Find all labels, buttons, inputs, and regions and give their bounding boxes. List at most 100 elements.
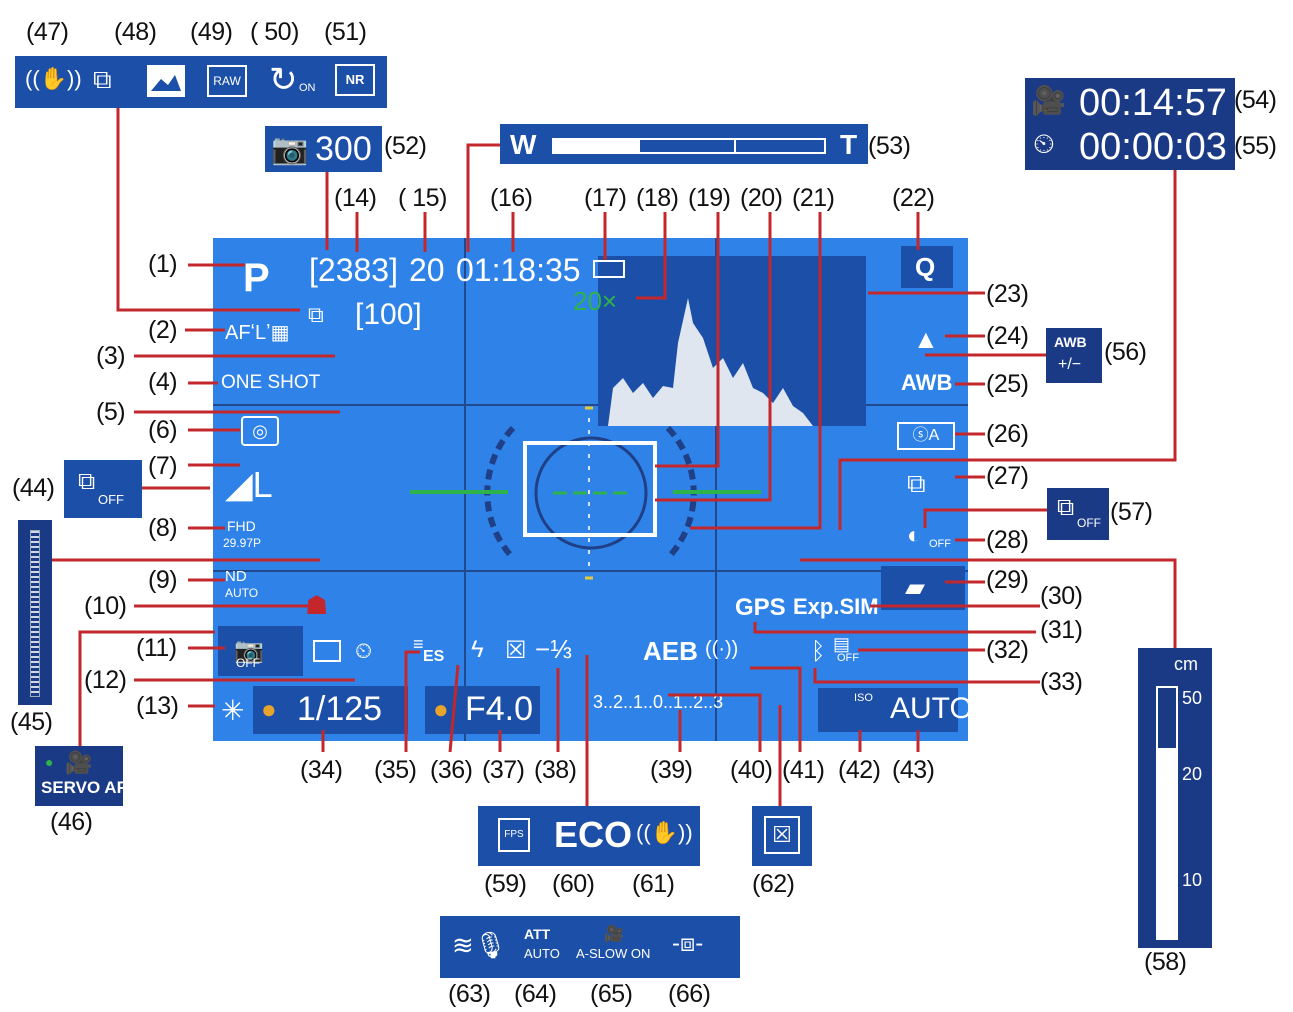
raw-icon: RAW <box>207 65 247 97</box>
callout-7: (7) <box>148 452 178 480</box>
focus-tick-10: 10 <box>1182 870 1203 890</box>
servo-movie-icon: 🎥 <box>65 750 93 775</box>
awb-shift-panel: AWB +/− <box>1046 328 1102 383</box>
movie-time-1: 00:14:57 <box>1079 82 1227 124</box>
movie-time-panel: 🎥 00:14:57 ⏲ 00:00:03 <box>1025 78 1235 170</box>
aperture-box[interactable]: ● F4.0 <box>425 686 540 734</box>
callout-39: (39) <box>650 756 693 784</box>
awb-shift-sign: +/− <box>1058 356 1082 373</box>
auto-slow-icon: 🎥 <box>604 926 624 943</box>
callout-5: (5) <box>96 398 126 426</box>
callout-26: (26) <box>986 420 1029 448</box>
focus-tick-50: 50 <box>1182 688 1203 708</box>
callout-4: (4) <box>148 368 178 396</box>
callout-53: (53) <box>868 132 911 160</box>
touch-shutter-box[interactable]: 📷 OFF <box>218 626 303 676</box>
card-box[interactable]: ▰ <box>881 566 965 610</box>
callout-24: (24) <box>986 322 1029 350</box>
callout-19: (19) <box>688 184 731 212</box>
callout-47: (47) <box>26 18 69 46</box>
fps-icon: FPS <box>498 818 530 852</box>
callout-10: (10) <box>84 592 127 620</box>
top-icon-panel: ((✋)) ⧉ RAW ↻ ON NR <box>15 56 387 108</box>
stabilizer-icon: ((✋)) <box>636 820 693 845</box>
picture-style-a-icon: ⓢA <box>897 422 955 450</box>
servo-af-label: SERVO AF <box>41 778 127 797</box>
movie-time-2: 00:00:03 <box>1079 126 1227 168</box>
movie-crop-icon: -⧈- <box>672 930 704 957</box>
callout-48: (48) <box>114 18 157 46</box>
ae-lock-icon: ✳ <box>221 695 245 726</box>
multiple-exposure-panel: ⧉ OFF <box>1047 488 1109 540</box>
quick-control-button[interactable]: Q <box>901 246 953 288</box>
aperture-dial-icon: ● <box>433 694 449 724</box>
image-quality-icon: ◢L <box>225 464 273 505</box>
iso-label: ISO <box>854 692 873 704</box>
movie-digital-is-panel: ⧉ OFF <box>64 460 142 518</box>
self-timer-off-icon: ⏲ <box>355 638 373 663</box>
callout-6: (6) <box>148 416 178 444</box>
callout-54: (54) <box>1234 86 1277 114</box>
callout-2: (2) <box>148 316 178 344</box>
eco-panel: FPS ECO ((✋)) <box>478 806 700 866</box>
focus-track <box>1156 686 1178 940</box>
folder-icon: ▰ <box>905 572 925 602</box>
callout-8: (8) <box>148 514 178 542</box>
callout-49: (49) <box>190 18 233 46</box>
callout-25: (25) <box>986 370 1029 398</box>
bluetooth-icon: ᛒ <box>811 638 826 665</box>
warning-icon: ☗ <box>305 590 329 620</box>
zoom-tele-label: T <box>840 129 858 160</box>
shooting-mode: P <box>243 256 270 300</box>
callout-60: (60) <box>552 870 595 898</box>
gps-label: GPS <box>735 594 786 621</box>
hdr-icon: ◐ <box>907 522 922 549</box>
movie-icon: 🎥 <box>1031 85 1066 116</box>
camera-icon: 📷 <box>271 133 309 166</box>
main-screen: P [2383] 20 01:18:35 20× Q ⧉ [100] AFʻLʼ… <box>213 238 973 741</box>
iso-value: AUTO <box>890 692 973 725</box>
bracket-count: [100] <box>355 298 422 331</box>
callout-33: (33) <box>1040 668 1083 696</box>
shutter-dial-icon: ● <box>261 694 277 724</box>
callout-46: (46) <box>50 808 93 836</box>
callout-58: (58) <box>1144 948 1187 976</box>
callout-42: (42) <box>838 756 881 784</box>
callout-12: (12) <box>84 666 127 694</box>
callout-43: (43) <box>892 756 935 784</box>
auto-level-icon: ⧉ <box>93 64 112 94</box>
callout-28: (28) <box>986 526 1029 554</box>
callout-51: (51) <box>324 18 367 46</box>
focus-distance-panel: cm 50 20 10 <box>1138 648 1212 948</box>
auto-lighting-optimizer-icon: ↻ <box>269 61 298 99</box>
callout-65: (65) <box>590 980 633 1008</box>
shutter-speed-box[interactable]: ● 1/125 <box>253 686 408 734</box>
attenuator-bottom: AUTO <box>524 946 560 961</box>
callout-34: (34) <box>300 756 343 784</box>
shutter-mode-icon: ≡ <box>413 634 424 654</box>
movie-size: FHD <box>227 518 256 534</box>
drive-mode-icon <box>313 640 341 662</box>
servo-af-dot: ● <box>45 754 54 770</box>
callout-36: (36) <box>430 756 473 784</box>
movie-digital-is-off: OFF <box>98 492 124 507</box>
zoom-divider <box>734 140 736 152</box>
callout-16: (16) <box>490 184 533 212</box>
callout-52: (52) <box>384 132 427 160</box>
aeb-label: AEB <box>643 636 698 666</box>
callout-27: (27) <box>986 462 1029 490</box>
iso-box[interactable]: ISO AUTO <box>818 688 973 732</box>
callout-56: (56) <box>1104 338 1147 366</box>
auto-slow-label: A-SLOW ON <box>576 946 651 961</box>
burst-count: 20 <box>409 252 445 288</box>
drive-af-operation: ONE SHOT <box>221 372 321 393</box>
shots-value: 300 <box>315 130 372 168</box>
callout-32: (32) <box>986 636 1029 664</box>
noise-reduction-icon: NR <box>335 64 375 96</box>
af-method: AFʻLʼ▦ <box>225 322 290 344</box>
zoom-magnification: 20× <box>573 286 618 316</box>
callout-15: ( 15) <box>398 184 447 212</box>
callout-11: (11) <box>136 634 177 662</box>
picture-style-icon <box>147 65 185 97</box>
